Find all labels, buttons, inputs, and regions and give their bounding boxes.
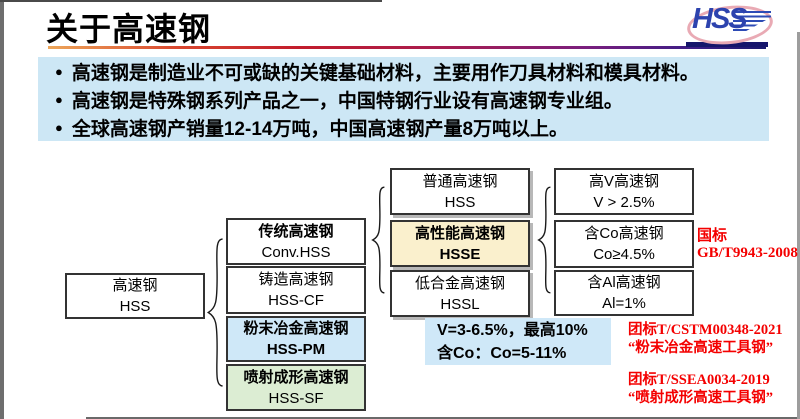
standard-note-line: 国标 [697,228,728,244]
bullet-text: 高速钢是特殊钢系列产品之一，中国特钢行业设有高速钢专业组。 [71,90,623,112]
box-spray-formed-hss: 喷射成形高速钢 HSS-SF [226,364,366,411]
box-label-cn: 含Al高速钢 [587,274,661,291]
box-hss-root: 高速钢 HSS [65,273,205,319]
box-conventional-hss: 传统高速钢 Conv.HSS [226,218,366,265]
brace-conventional-to-performance-icon [370,185,388,295]
box-label-cn: 含Co高速钢 [584,225,664,242]
box-label-code: HSS-CF [268,292,324,309]
bullet-item: ● 高速钢是制造业不可或缺的关键基础材料，主要用作刀具材料和模具材料。 [38,57,769,85]
slide-left-border [0,0,4,419]
box-label-code: HSS [444,193,476,211]
box-label-cn: 高速钢 [112,277,158,294]
bullet-dot-icon: ● [55,63,63,79]
bullet-text: 全球高速钢产销量12-14万吨，中国高速钢产量8万吨以上。 [71,118,569,140]
box-co-hss: 含Co高速钢 Co≥4.5% [554,220,694,268]
slide-top-border [0,0,382,2]
box-label-cn: 喷射成形高速钢 [243,368,349,386]
slide-bottom-border [86,417,800,419]
box-label-code: HSS [119,298,151,315]
box-label-code: HSSE [439,245,481,263]
box-label-cn: 普通高速钢 [422,172,498,190]
title-underline-rule [48,46,766,49]
box-label-cn: 高性能高速钢 [414,224,505,242]
logo-underline-bar [686,42,768,47]
composition-note-line: 含Co：Co=5-11% [437,344,567,362]
curly-brace-icon [536,185,554,295]
slide-right-border [797,32,800,419]
box-cast-hss: 铸造高速钢 HSS-CF [226,266,366,314]
box-label-value: Al=1% [602,295,646,312]
brace-performance-to-alloy-icon [536,185,554,295]
bullet-dot-icon: ● [55,91,63,107]
standard-note-line: 团标T/SSEA0034-2019 [628,372,770,388]
logo-text: HSS [692,3,748,35]
group-standard-note-sf: 团标T/SSEA0034-2019 “喷射成形高速工具钢” [628,372,773,407]
box-label-cn: 传统高速钢 [258,222,334,240]
hss-logo: HSS [685,1,779,49]
box-high-performance-hsse: 高性能高速钢 HSSE [390,220,530,267]
box-label-code: Conv.HSS [261,243,331,261]
standard-note-line: “粉末冶金高速工具钢” [628,339,773,356]
box-low-alloy-hssl: 低合金高速钢 HSSL [390,270,530,317]
bullet-dot-icon: ● [55,119,63,135]
brace-root-to-process-icon [205,236,227,389]
standard-note-line: GB/T9943-2008 [697,245,798,261]
bullet-text: 高速钢是制造业不可或缺的关键基础材料，主要用作刀具材料和模具材料。 [71,62,699,84]
box-label-cn: 高V高速钢 [588,172,659,190]
page-title: 关于高速钢 [46,11,212,47]
bullet-item: ● 全球高速钢产销量12-14万吨，中国高速钢产量8万吨以上。 [38,113,769,141]
national-standard-note: 国标 GB/T9943-2008 [697,228,798,262]
box-powder-metallurgy-hss: 粉末冶金高速钢 HSS-PM [226,316,366,362]
bullet-item: ● 高速钢是特殊钢系列产品之一，中国特钢行业设有高速钢专业组。 [38,85,769,113]
box-label-code: HSS-PM [266,341,326,358]
composition-note-line: V=3-6.5%，最高10% [437,321,588,339]
box-label-cn: 低合金高速钢 [414,274,505,292]
composition-note: V=3-6.5%，最高10% 含Co：Co=5-11% [425,318,611,365]
box-label-value: Co≥4.5% [593,246,655,263]
intro-bullet-panel: ● 高速钢是制造业不可或缺的关键基础材料，主要用作刀具材料和模具材料。 ● 高速… [38,57,769,141]
box-label-cn: 铸造高速钢 [258,271,334,288]
standard-note-line: 团标T/CSTM00348-2021 [628,322,783,338]
standard-note-line: “喷射成形高速工具钢” [628,389,773,406]
box-ordinary-hss: 普通高速钢 HSS [390,168,530,215]
box-label-value: V > 2.5% [593,193,655,211]
curly-brace-icon [205,236,227,389]
box-al-hss: 含Al高速钢 Al=1% [554,270,694,316]
box-high-v-hss: 高V高速钢 V > 2.5% [554,168,694,215]
group-standard-note-pm: 团标T/CSTM00348-2021 “粉末冶金高速工具钢” [628,322,783,357]
box-label-code: HSS-SF [268,389,324,407]
box-label-code: HSSL [440,295,480,313]
box-label-cn: 粉末冶金高速钢 [243,320,349,337]
curly-brace-icon [370,185,388,295]
